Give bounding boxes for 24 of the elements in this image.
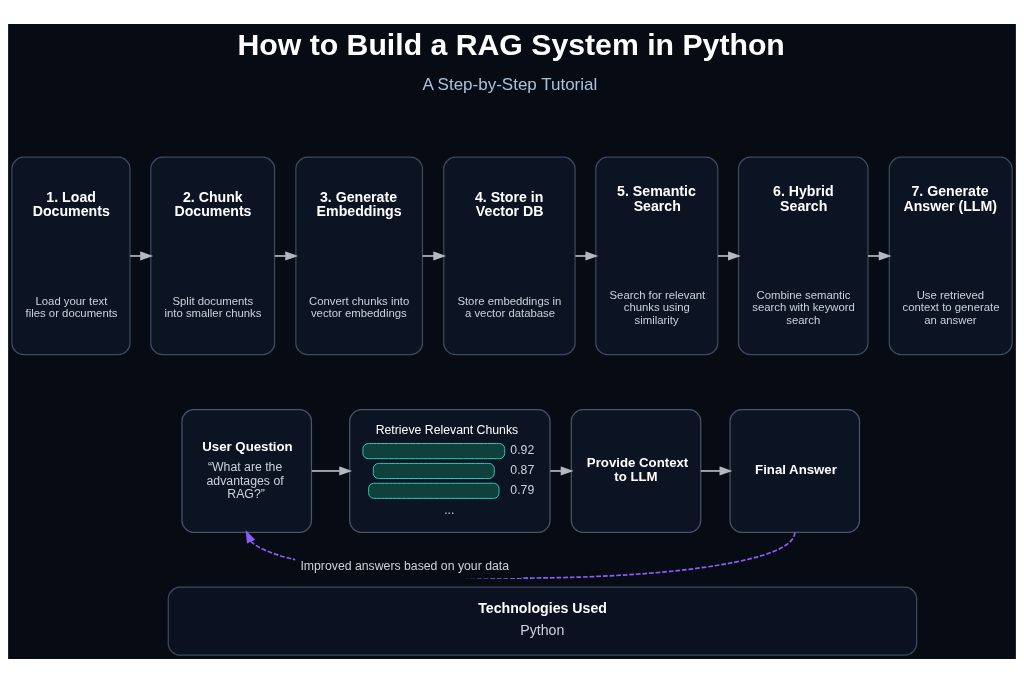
arrow: [867, 251, 892, 261]
arrow: [129, 251, 154, 261]
node-box: Retrieve Relevant Chunks 0.92 0.87 0.79 ...: [349, 408, 551, 533]
node-box: User Question “What are the advantages of RAG?”: [181, 408, 313, 533]
node-box: 4. Store in Vector DB Store embeddings in a vector database: [443, 156, 576, 356]
diagram-title: How to Build a RAG System in Python: [237, 27, 785, 61]
arrow: [717, 251, 741, 261]
node-box: 2. Chunk Documents Split documents into smaller chunks: [150, 156, 276, 356]
node-box: 7. Generate Answer (LLM) Use retrieved context to generate an answer: [888, 156, 1013, 356]
edge-label: Improved answers based on your data: [300, 558, 510, 573]
arrow: [273, 251, 299, 261]
node-box: 5. Semantic Search Search for relevant chunks using similarity: [595, 156, 719, 356]
node-box: Technologies Used Python: [167, 586, 918, 656]
label: A Step-by-Step Tutorial: [422, 74, 598, 94]
arrow: [700, 466, 733, 476]
arrow: [310, 466, 353, 476]
arrow: [549, 466, 574, 476]
node-box: Provide Context to LLM: [570, 408, 702, 533]
node-box: 3. Generate Embeddings Convert chunks into vector embeddings: [295, 156, 424, 356]
node-box: 1. Load Documents Load your text files or documents: [11, 156, 131, 356]
arrow: [574, 251, 599, 261]
node-box: 6. Hybrid Search Combine semantic search with keyword search: [737, 156, 869, 356]
node-box: Final Answer: [729, 408, 861, 533]
arrow: [421, 251, 447, 261]
